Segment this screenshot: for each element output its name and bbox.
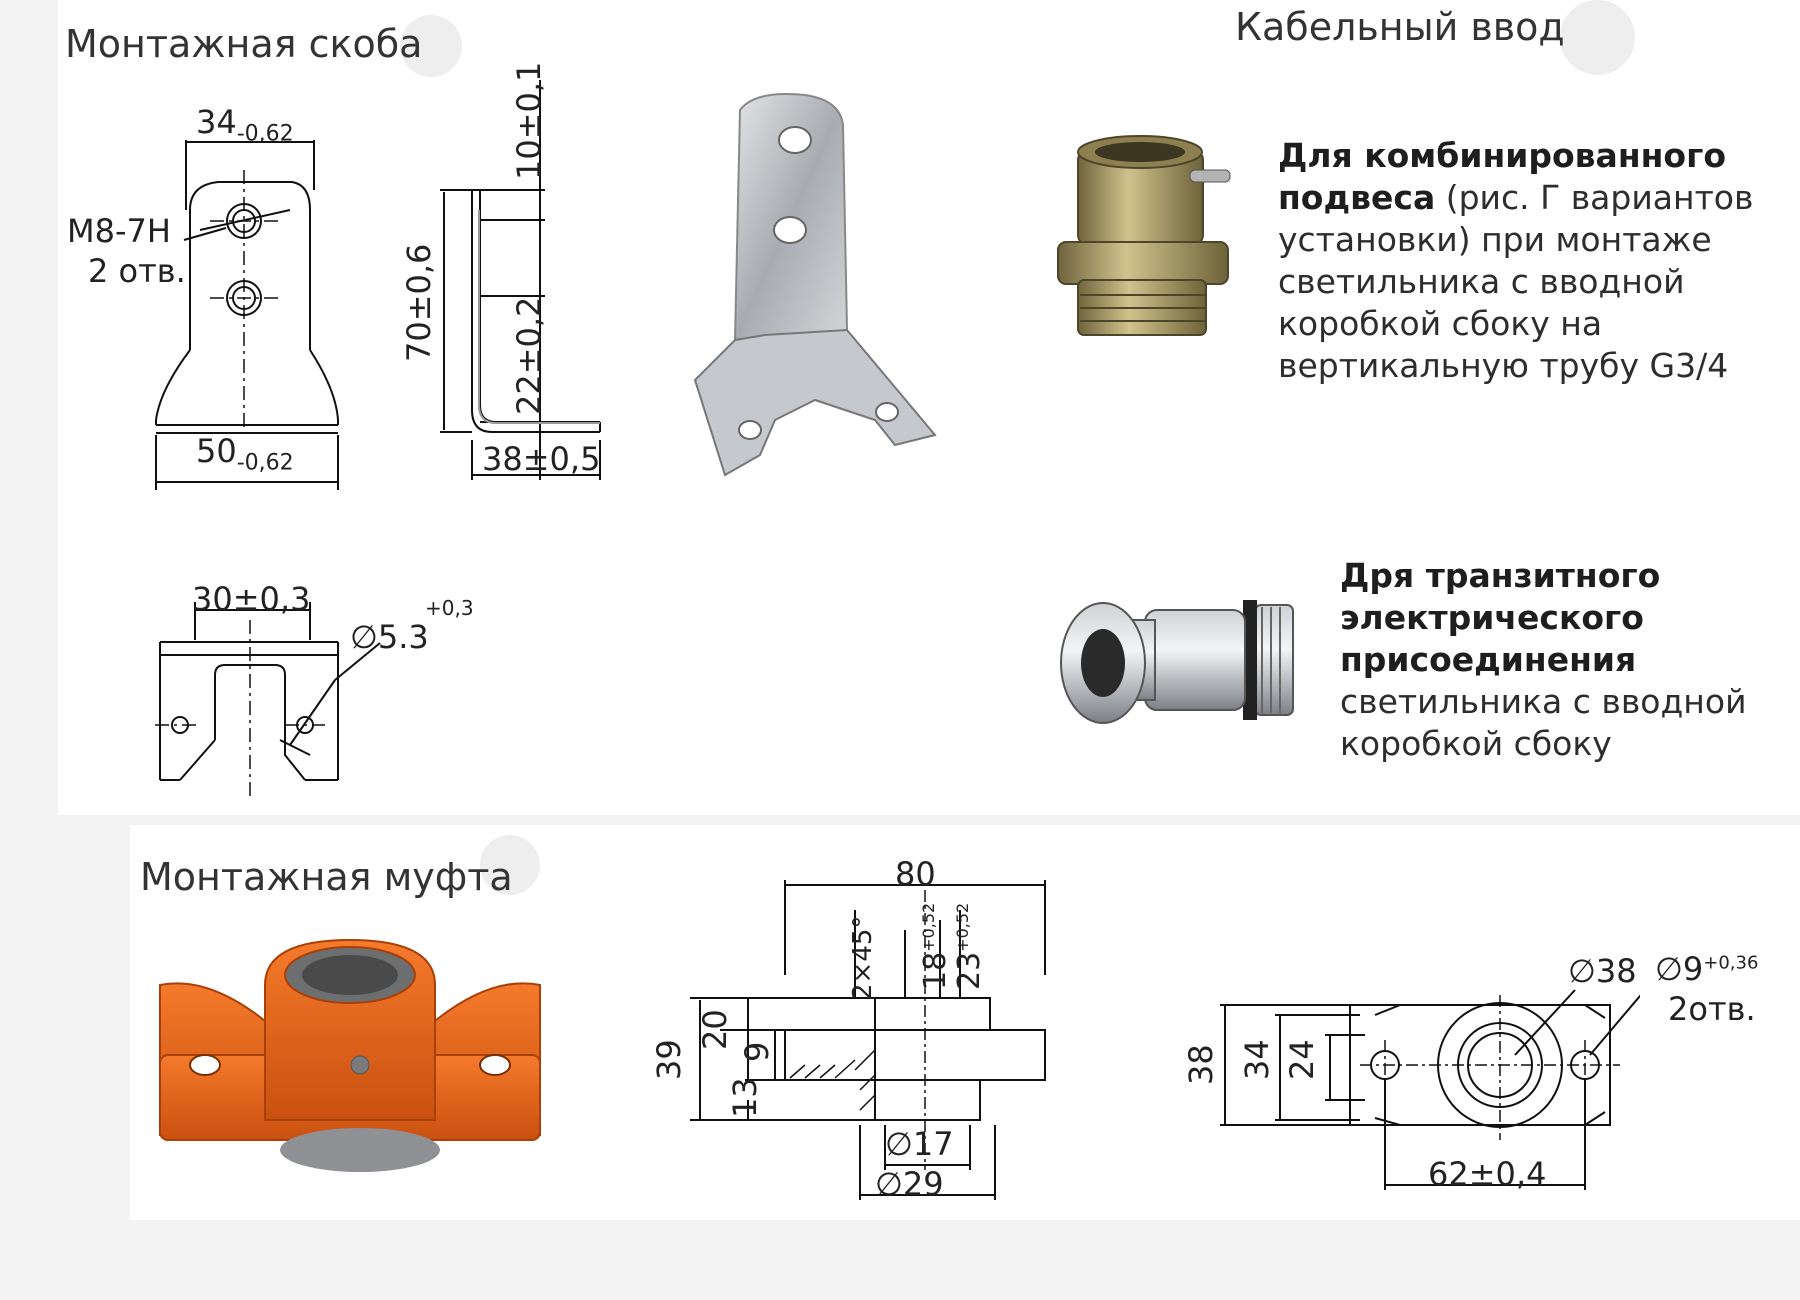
gland-combined-description: Для комбинированного подвеса (рис. Г вар…: [1278, 135, 1768, 387]
dim-foot-length: 38±0,5: [482, 440, 601, 478]
deco-circle: [400, 15, 462, 77]
bracket-heading: Монтажная скоба: [65, 22, 423, 66]
dim-slot-width: 30±0,3: [192, 580, 311, 618]
gland-combined-photo: [1057, 135, 1231, 336]
dim-d9: ∅9+0,36: [1655, 950, 1759, 988]
coupling-heading: Монтажная муфта: [140, 855, 513, 899]
dim-d38: ∅38: [1568, 952, 1637, 990]
dim-foot-offset: 22±0,2: [510, 296, 548, 415]
gland-transit-bold: Дря транзитного электрического присоедин…: [1340, 556, 1661, 679]
gland-combined-bold: Для комбинированного подвеса: [1278, 136, 1726, 217]
dim-chamfer: 2×45°: [848, 915, 878, 1000]
gland-heading: Кабельный ввод: [1235, 5, 1565, 49]
deco-circle: [1560, 0, 1635, 75]
dim-h20: 20: [696, 1009, 734, 1050]
bracket-side-drawing: [440, 80, 601, 480]
coupling-section-drawing: [690, 880, 1046, 1200]
dim-height: 70±0,6: [400, 243, 438, 362]
dim-top-offset: 10±0,1: [510, 61, 548, 180]
deco-circle: [480, 835, 540, 895]
dim-h9: 9: [738, 1041, 776, 1062]
bracket-bottom-drawing: [155, 602, 381, 800]
bracket-front-drawing: [155, 140, 339, 490]
dim-thread-holes: 2 отв.: [88, 252, 186, 290]
dim-h34: 34: [1238, 1039, 1276, 1080]
dim-hole-dia: ∅5.3: [350, 618, 429, 656]
dim-top-width: 34-0,62: [196, 103, 294, 147]
gland-transit-description: Дря транзитного электрического присоедин…: [1340, 555, 1770, 765]
dim-d29: ∅29: [875, 1165, 944, 1203]
dim-spacing: 62±0,4: [1428, 1155, 1547, 1193]
gland-transit-text: светильника с вводной коробкой сбоку: [1340, 682, 1747, 763]
coupling-photo: [159, 938, 541, 1172]
dim-hole-tol: +0,3: [425, 596, 474, 620]
bracket-photo: [693, 93, 937, 477]
dim-coupling-length: 80: [895, 855, 936, 893]
dim-d9-holes: 2отв.: [1668, 990, 1756, 1028]
dim-h24: 24: [1283, 1039, 1321, 1080]
dim-depth-18: 18+0,52: [918, 902, 953, 990]
dim-bottom-width: 50-0,62: [196, 432, 294, 476]
dim-h38: 38: [1182, 1044, 1220, 1085]
dim-d17: ∅17: [885, 1125, 954, 1163]
gland-transit-photo: [1060, 600, 1294, 724]
gland-combined-text: (рис. Г вариантов установки) при монтаже…: [1278, 178, 1754, 385]
dim-h39: 39: [650, 1039, 688, 1080]
dim-depth-23: 23+0,52: [952, 902, 987, 990]
dim-thread: М8-7Н: [67, 212, 171, 250]
dim-h13: 13: [726, 1077, 764, 1118]
coupling-plan-drawing: [1220, 989, 1640, 1190]
